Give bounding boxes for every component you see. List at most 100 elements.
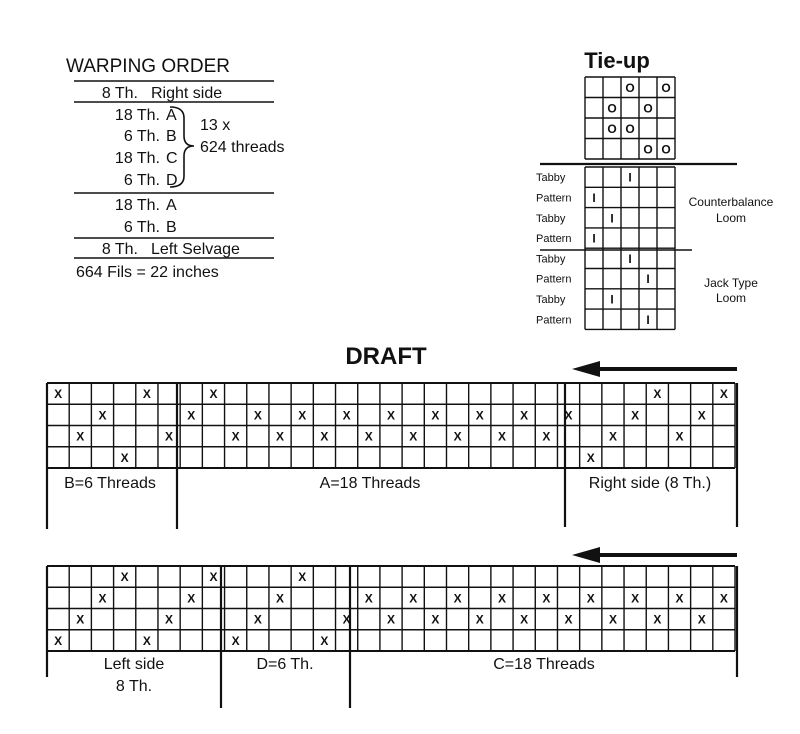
thread-mark: X: [387, 613, 395, 627]
thread-mark: X: [143, 634, 151, 648]
thread-mark: X: [187, 591, 195, 605]
thread-mark: X: [232, 430, 240, 444]
treadling-label: Pattern: [536, 233, 571, 245]
treadling-label: Tabby: [536, 253, 566, 265]
block-label-left-side: 8 Th.: [116, 678, 152, 695]
treadle-mark: I: [646, 272, 649, 286]
thread-mark: X: [54, 634, 62, 648]
warp-row-count: 6 Th.: [124, 172, 160, 189]
thread-mark: X: [165, 430, 173, 444]
warp-row-label: D: [166, 172, 178, 189]
thread-mark: X: [409, 430, 417, 444]
warp-row-count: 6 Th.: [124, 128, 160, 145]
thread-mark: X: [121, 570, 129, 584]
thread-mark: X: [76, 613, 84, 627]
tieup-mark: O: [625, 81, 634, 95]
thread-mark: X: [476, 408, 484, 422]
warp-row-label: A: [166, 197, 177, 214]
counterbalance-label: Counterbalance: [689, 195, 774, 209]
treadle-mark: I: [628, 252, 631, 266]
thread-mark: X: [298, 570, 306, 584]
thread-mark: X: [454, 591, 462, 605]
treadle-mark: I: [628, 171, 631, 185]
warp-row-count: 18 Th.: [115, 150, 160, 167]
thread-mark: X: [565, 613, 573, 627]
repeat-brace: [169, 106, 195, 188]
tieup-mark: O: [643, 101, 652, 115]
block-label-left-side: Left side: [104, 656, 165, 673]
treadling-label: Tabby: [536, 294, 566, 306]
warp-row-count: 6 Th.: [124, 219, 160, 236]
thread-mark: X: [254, 408, 262, 422]
counterbalance-label: Loom: [716, 211, 746, 225]
direction-arrow-icon: [572, 547, 737, 563]
thread-mark: X: [276, 430, 284, 444]
thread-mark: X: [254, 613, 262, 627]
block-label-d: D=6 Th.: [256, 656, 313, 673]
treadling-grid: ITabbyIPatternITabbyIPatternITabbyIPatte…: [536, 166, 676, 331]
thread-mark: X: [542, 591, 550, 605]
warp-row-label: B: [166, 128, 177, 145]
thread-mark: X: [209, 570, 217, 584]
treadling-label: Pattern: [536, 314, 571, 326]
treadle-mark: I: [592, 232, 595, 246]
treadle-mark: I: [646, 313, 649, 327]
block-label-b: B=6 Threads: [64, 475, 156, 492]
thread-mark: X: [387, 408, 395, 422]
treadling-label: Tabby: [536, 172, 566, 184]
thread-mark: X: [98, 408, 106, 422]
tieup-mark: O: [607, 101, 616, 115]
thread-mark: X: [720, 591, 728, 605]
thread-mark: X: [498, 591, 506, 605]
treadle-mark: I: [610, 211, 613, 225]
block-label-right-side: Right side (8 Th.): [589, 475, 711, 492]
warping-order: WARPING ORDER 8 Th. Right side 18 Th. A …: [66, 56, 285, 281]
thread-mark: X: [720, 387, 728, 401]
tieup-mark: O: [661, 81, 670, 95]
thread-mark: X: [343, 613, 351, 627]
jack-loom-label: Loom: [716, 291, 746, 305]
treadling-label: Pattern: [536, 274, 571, 286]
thread-mark: X: [431, 408, 439, 422]
thread-mark: X: [409, 591, 417, 605]
warp-row-count: 8 Th.: [102, 85, 138, 102]
warp-row-label: B: [166, 219, 177, 236]
thread-mark: X: [676, 591, 684, 605]
tieup-title: Tie-up: [584, 48, 650, 73]
thread-mark: X: [187, 408, 195, 422]
block-label-c: C=18 Threads: [493, 656, 595, 673]
warp-row-count: 8 Th.: [102, 241, 138, 258]
thread-mark: X: [54, 387, 62, 401]
thread-mark: X: [587, 451, 595, 465]
warp-row-label: A: [166, 107, 177, 124]
warp-row-label: Right side: [151, 85, 222, 102]
treadling-label: Tabby: [536, 213, 566, 225]
thread-mark: X: [454, 430, 462, 444]
block-label-a: A=18 Threads: [320, 475, 421, 492]
thread-mark: X: [320, 430, 328, 444]
thread-mark: X: [653, 387, 661, 401]
thread-mark: X: [209, 387, 217, 401]
tieup-mark: O: [625, 122, 634, 136]
treadle-mark: I: [610, 292, 613, 306]
thread-mark: X: [565, 408, 573, 422]
direction-arrow-icon: [572, 361, 737, 377]
thread-mark: X: [631, 591, 639, 605]
warp-row-label: Left Selvage: [151, 241, 240, 258]
warp-row-count: 18 Th.: [115, 197, 160, 214]
thread-mark: X: [698, 613, 706, 627]
repeat-threads: 624 threads: [200, 139, 285, 156]
jack-loom-label: Jack Type: [704, 276, 758, 290]
tieup-mark: O: [661, 142, 670, 156]
warp-row-label: C: [166, 150, 178, 167]
thread-mark: X: [631, 408, 639, 422]
thread-mark: X: [587, 591, 595, 605]
repeat-count: 13 x: [200, 117, 230, 134]
thread-mark: X: [653, 613, 661, 627]
thread-mark: X: [298, 408, 306, 422]
treadling-label: Pattern: [536, 192, 571, 204]
